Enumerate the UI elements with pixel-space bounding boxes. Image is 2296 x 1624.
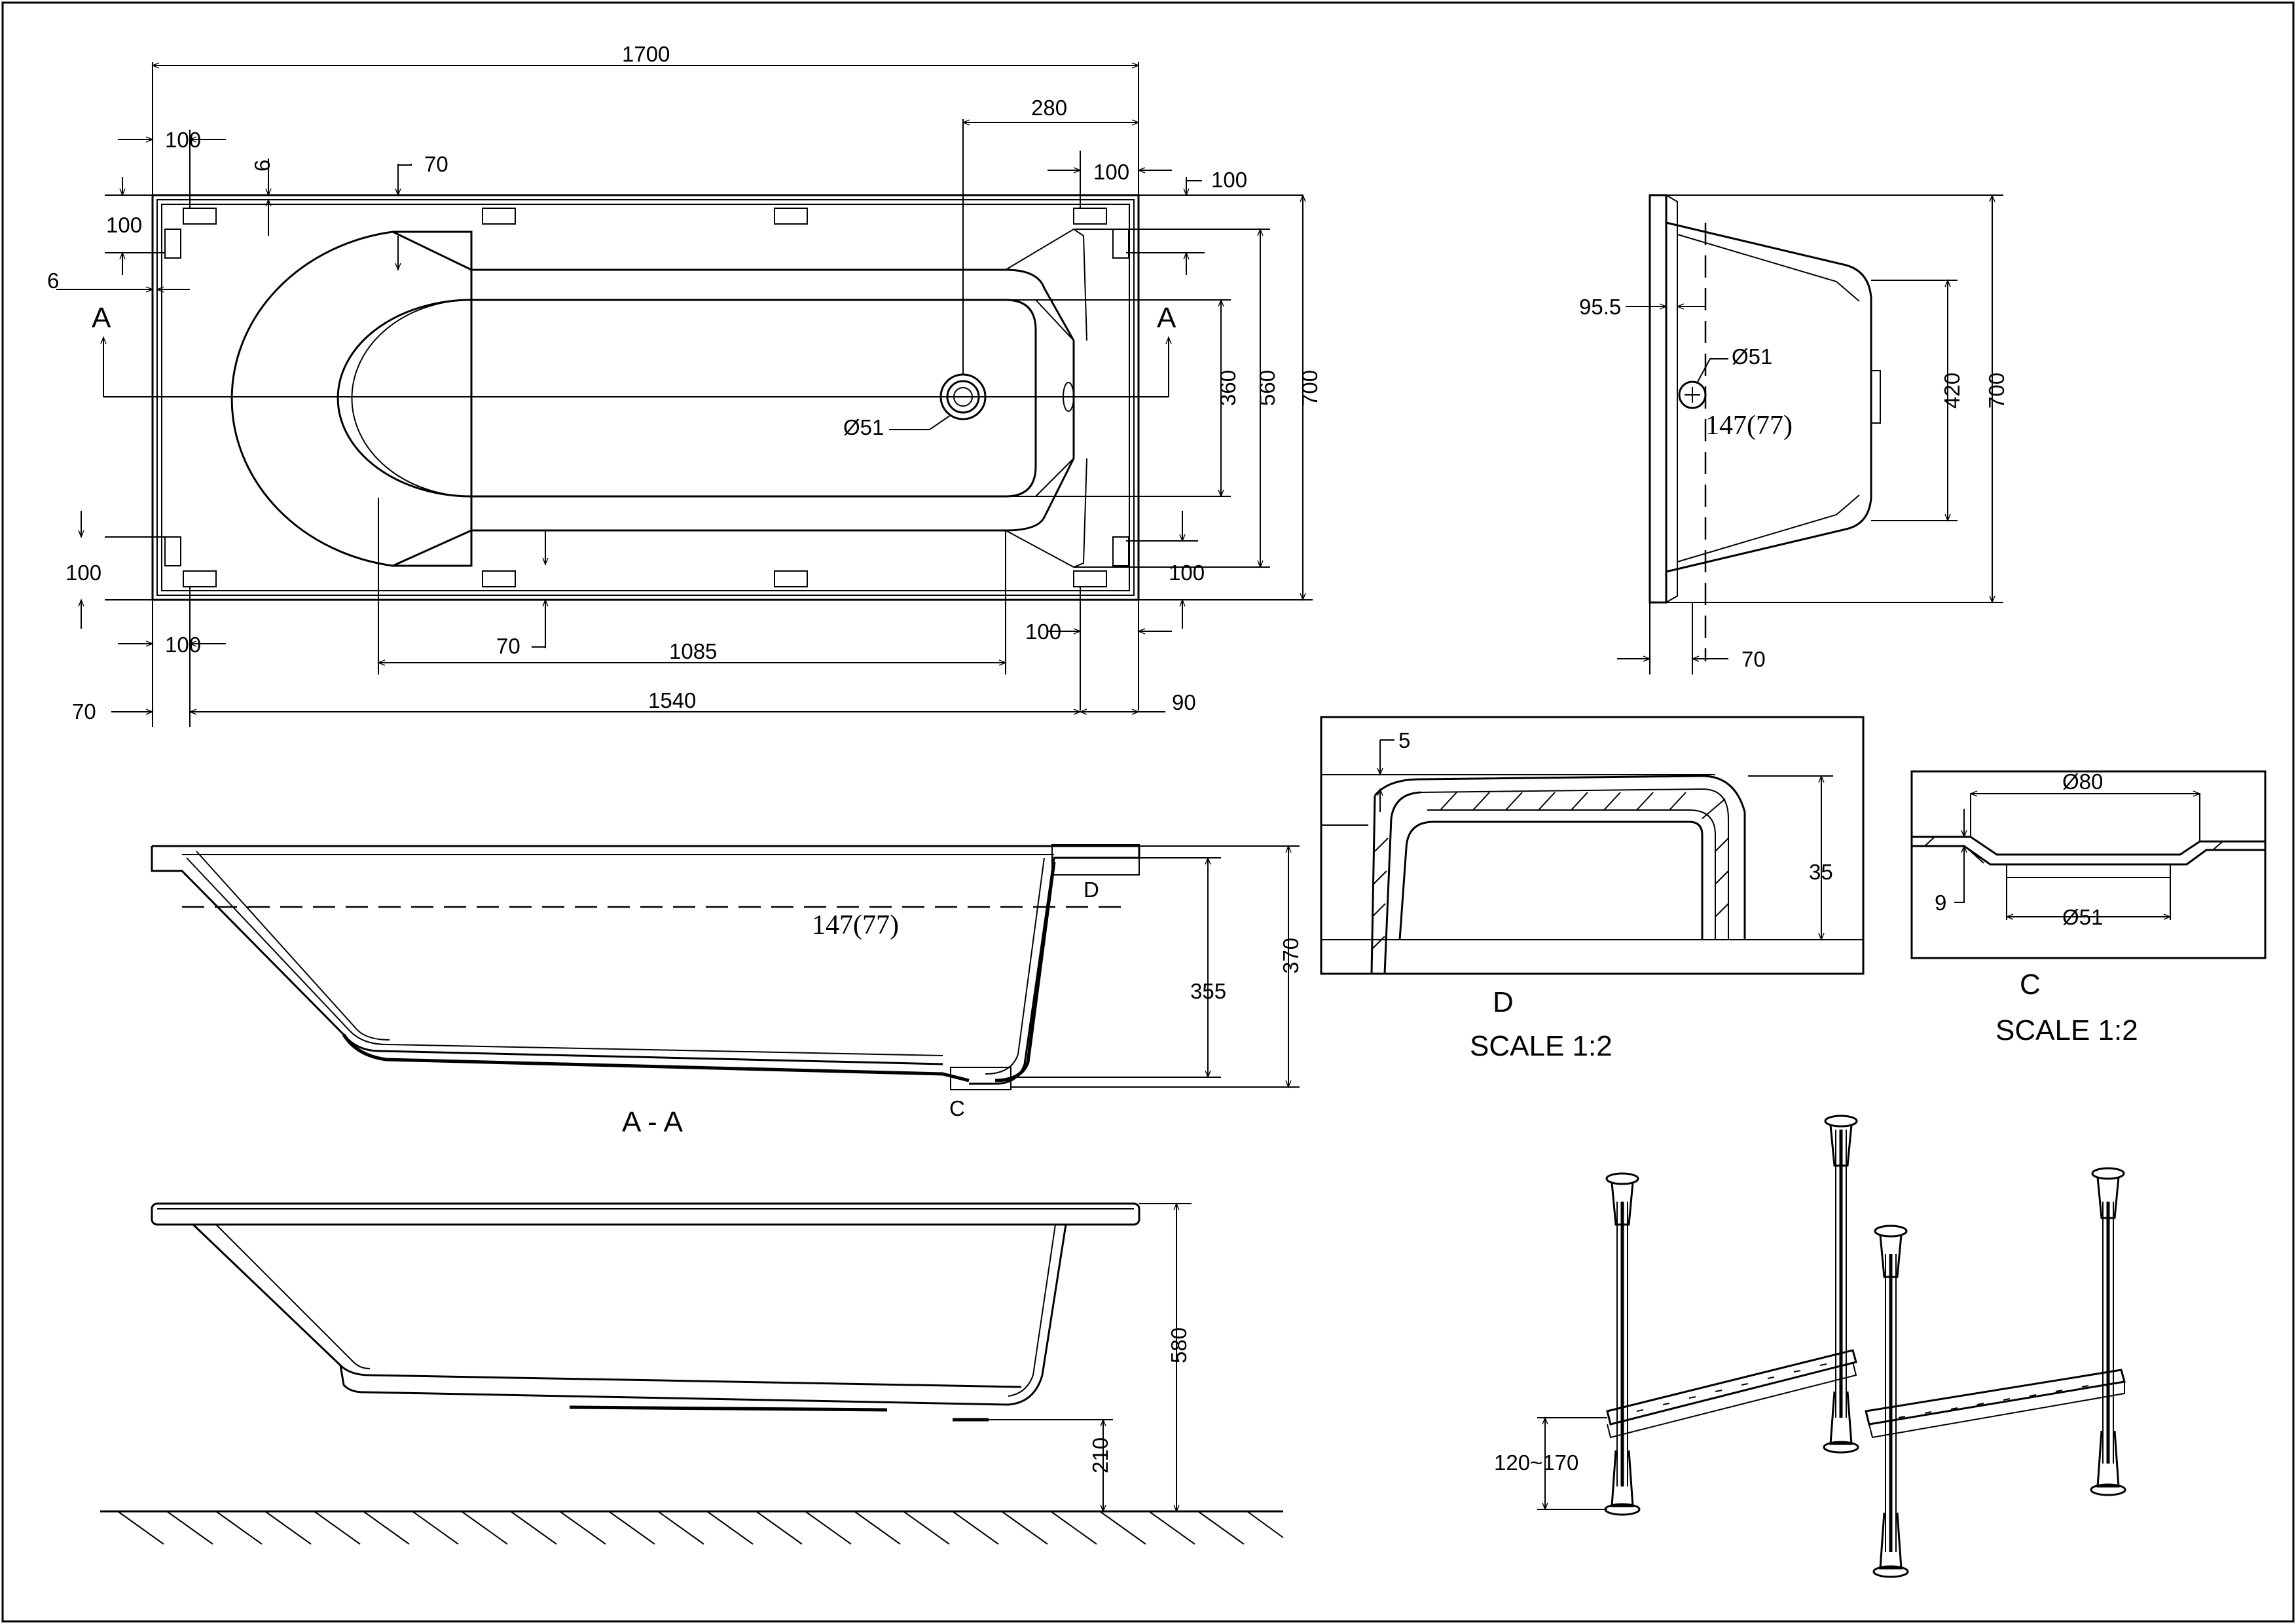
section-title: A - A: [622, 1106, 683, 1138]
drain-diameter-label: Ø51: [843, 415, 884, 439]
detail-d-thickness: 5: [1398, 728, 1410, 752]
dim-width-360: 360: [1216, 370, 1240, 406]
dim-edge-6-top: 6: [250, 160, 274, 172]
dim-edge-100-left-bottom: 100: [65, 561, 101, 585]
section-a-a: D C 147(77) 355 370 A - A: [151, 844, 1303, 1138]
side-view: Ø51 147(77) 95.5 420 700 70: [1579, 194, 2009, 674]
dim-depth-370: 370: [1279, 938, 1303, 974]
dim-depth-420: 420: [1940, 373, 1964, 409]
detail-c-scale: SCALE 1:2: [1995, 1014, 2138, 1046]
dim-edge-100-tr: 100: [1093, 160, 1129, 184]
dim-edge-100-tl: 100: [165, 128, 201, 152]
dim-rim-70-top: 70: [424, 152, 448, 176]
side-volume: 147(77): [1705, 411, 1793, 441]
dim-inner-length: 1540: [648, 688, 696, 712]
dim-width-560: 560: [1255, 370, 1279, 406]
dim-edge-100-bl: 100: [165, 633, 201, 657]
section-label-right: A: [1157, 302, 1176, 334]
dim-basin-length: 1085: [669, 639, 717, 663]
detail-d-scale: SCALE 1:2: [1470, 1030, 1613, 1062]
dim-overall-length: 1700: [622, 42, 670, 66]
detail-c-outer-diameter: Ø80: [2062, 769, 2103, 794]
dim-edge-100-left-top: 100: [106, 213, 142, 237]
dim-edge-70-left: 70: [72, 699, 96, 724]
dim-depth-355: 355: [1190, 979, 1226, 1003]
support-legs-illustration: 120~170: [1494, 1115, 2126, 1578]
plan-view: A A Ø51 1700 280 100 6 70 100: [47, 42, 1322, 727]
detail-d-label: D: [1493, 986, 1514, 1018]
detail-d: 5 35 D SCALE 1:2: [1320, 716, 1865, 1062]
detail-c-inner-diameter: Ø51: [2062, 905, 2103, 929]
side-overflow-diameter: Ø51: [1732, 344, 1772, 369]
dim-edge-100-right-bottom: 100: [1169, 561, 1205, 585]
dim-edge-70-side: 70: [1741, 647, 1766, 671]
legs-adjust-range: 120~170: [1494, 1450, 1578, 1475]
elevation-view: 580 210: [100, 1202, 1284, 1545]
section-detail-c-label: C: [949, 1096, 965, 1120]
detail-c-label: C: [2020, 969, 2041, 1001]
dim-height-580: 580: [1167, 1327, 1191, 1363]
detail-c-offset: 9: [1935, 891, 1946, 915]
dim-clearance-210: 210: [1088, 1437, 1112, 1473]
detail-c: Ø80 Ø51 9 C SCALE 1:2: [1910, 769, 2267, 1046]
dim-edge-100-right: 100: [1211, 168, 1247, 192]
dim-rim-95-5: 95.5: [1579, 295, 1621, 319]
dim-edge-90-right: 90: [1172, 690, 1196, 714]
section-volume: 147(77): [812, 910, 899, 940]
dim-drain-offset: 280: [1031, 96, 1067, 120]
dim-rim-70-bottom: 70: [496, 634, 520, 658]
section-detail-d-label: D: [1084, 877, 1099, 902]
dim-edge-100-br: 100: [1025, 619, 1061, 644]
detail-d-height: 35: [1809, 860, 1833, 884]
section-label-left: A: [92, 302, 111, 334]
dim-edge-6-left: 6: [47, 268, 59, 293]
dim-width-700-side: 700: [1984, 373, 2009, 409]
dim-width-700: 700: [1298, 370, 1322, 406]
